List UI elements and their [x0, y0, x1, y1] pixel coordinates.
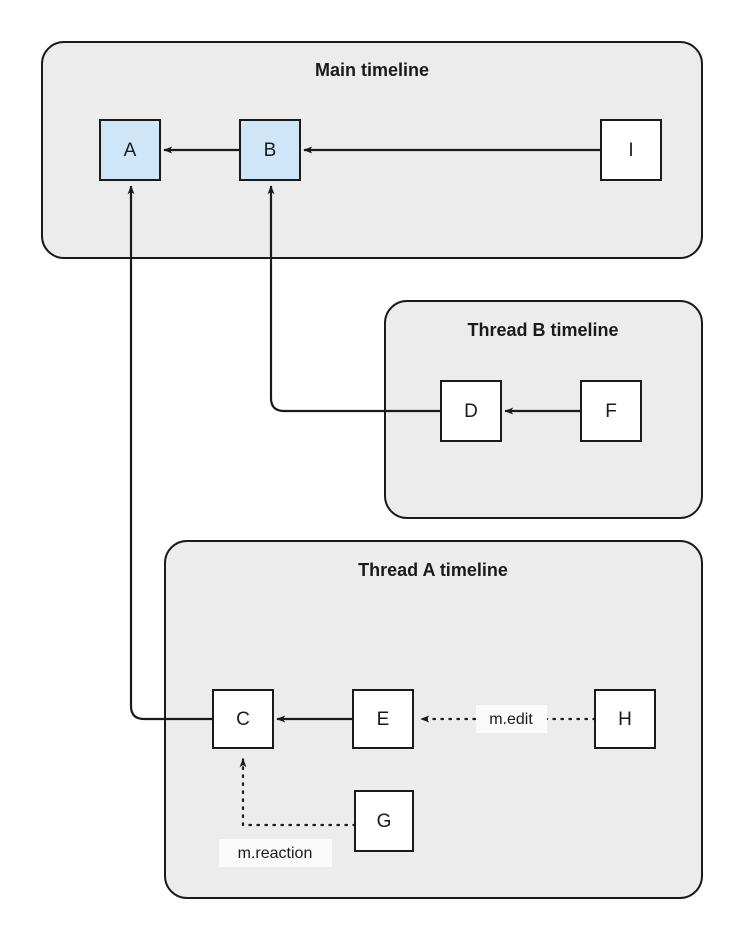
node-g-label: G: [377, 811, 392, 832]
node-a-box[interactable]: [99, 119, 161, 181]
group-thread-b-timeline-title: Thread B timeline: [467, 320, 618, 340]
edge-label-m-edit-text: m.edit: [489, 711, 533, 728]
node-f-label: F: [605, 401, 617, 422]
group-main-timeline-title: Main timeline: [315, 60, 429, 80]
node-e-label: E: [377, 709, 390, 730]
edge-label-m-edit-bg: [476, 705, 547, 733]
node-a[interactable]: A: [99, 119, 161, 181]
group-thread-b-timeline-box: [384, 300, 703, 519]
node-b-box[interactable]: [239, 119, 301, 181]
node-e-box[interactable]: [352, 689, 414, 749]
node-d-box[interactable]: [440, 380, 502, 442]
node-a-label: A: [124, 140, 137, 161]
node-h-label: H: [618, 709, 632, 730]
node-g[interactable]: G: [354, 790, 414, 852]
node-e[interactable]: E: [352, 689, 414, 749]
node-c-box[interactable]: [212, 689, 274, 749]
node-i-label: I: [628, 140, 633, 161]
edge-g-to-c: [239, 757, 357, 827]
group-thread-a-timeline-title: Thread A timeline: [358, 560, 508, 580]
node-f[interactable]: F: [580, 380, 642, 442]
node-i[interactable]: I: [600, 119, 662, 181]
node-c-label: C: [236, 709, 250, 730]
node-d[interactable]: D: [440, 380, 502, 442]
edge-label-m-reaction-text: m.reaction: [238, 845, 313, 862]
node-b[interactable]: B: [239, 119, 301, 181]
group-thread-b-timeline: Thread B timeline: [384, 300, 703, 519]
node-d-label: D: [464, 401, 478, 422]
node-f-box[interactable]: [580, 380, 642, 442]
node-h-box[interactable]: [594, 689, 656, 749]
edge-label-m-reaction: m.reaction: [219, 839, 332, 867]
node-c[interactable]: C: [212, 689, 274, 749]
edge-d-to-b: [267, 185, 441, 413]
node-g-box[interactable]: [354, 790, 414, 852]
edge-label-m-reaction-bg: [219, 839, 332, 867]
edge-label-m-edit: m.edit: [476, 705, 547, 733]
node-i-box[interactable]: [600, 119, 662, 181]
node-h[interactable]: H: [594, 689, 656, 749]
node-b-label: B: [264, 140, 277, 161]
edge-c-to-a: [127, 185, 213, 721]
